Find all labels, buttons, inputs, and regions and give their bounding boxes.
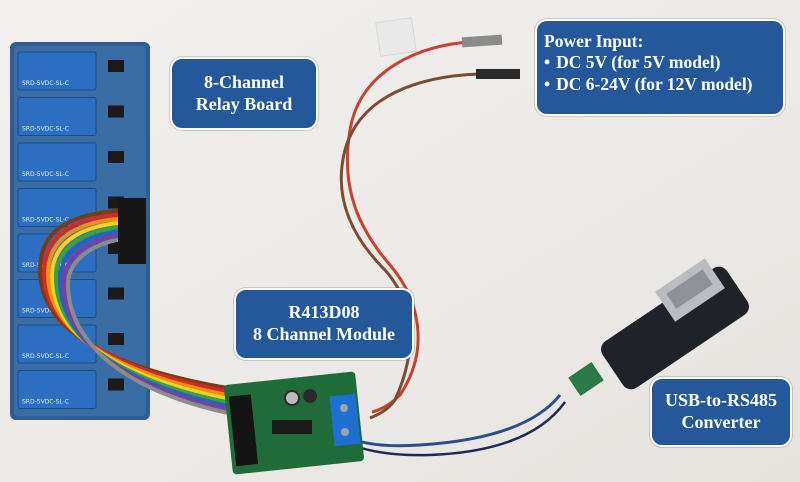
relay-board-callout-line-1: 8-Channel [203,71,284,92]
usb-rs485-converter [568,258,749,396]
module-callout: R413D08 8 Channel Module [234,288,414,360]
optocoupler-8 [108,378,124,391]
converter-callout-line-1: USB-to-RS485 [664,390,777,411]
r413d08-module [224,371,364,475]
relay-board-callout: 8-Channel Relay Board [170,57,318,130]
converter-callout: USB-to-RS485 Converter [650,377,792,447]
brown-wire-pin [476,69,520,79]
relay-label-3: SRD-5VDC-SL-C [22,171,69,178]
power-input-callout: Power Input: DC 5V (for 5V model) DC 6-2… [535,19,785,116]
optocoupler-7 [108,333,124,345]
relay-1 [17,51,97,91]
optocoupler-2 [108,105,124,118]
relay-board-callout-line-2: Relay Board [195,93,293,114]
power-input-title: Power Input: [544,31,644,51]
converter-callout-line-2: Converter [681,412,761,432]
module-callout-line-2: 8 Channel Module [252,324,396,344]
relay-label-6: SRD-5VDC-SL-C [22,308,69,315]
relay-3 [17,142,97,182]
power-input-list: DC 5V (for 5V model) DC 6-24V (for 12V m… [544,52,783,96]
module-callout-line-1: R413D08 [288,302,360,323]
relay-label-1: SRD-5VDC-SL-C [22,80,69,87]
relay-label-4: SRD-5VDC-SL-C [22,217,69,224]
terminal-block [329,393,361,447]
optocoupler-6 [108,287,124,300]
relay-label-7: SRD-5VDC-SL-C [22,353,69,360]
optocoupler-1 [108,60,124,72]
relay-2 [17,97,97,136]
relay-label-8: SRD-5VDC-SL-C [22,399,69,406]
brown-power-wire [339,72,481,420]
tape-piece [375,17,417,57]
optocoupler-3 [108,151,124,163]
rs485-wire-2 [354,401,567,457]
rs485-wire [354,394,562,448]
power-input-item-12v: DC 6-24V (for 12V model) [544,74,783,96]
relay-label-2: SRD-5VDC-SL-C [22,126,69,133]
red-power-wire [345,40,471,414]
ribbon-cable [37,198,255,420]
relay-8 [17,370,97,409]
red-wire-pin [461,34,503,48]
power-input-item-5v: DC 5V (for 5V model) [544,52,783,74]
